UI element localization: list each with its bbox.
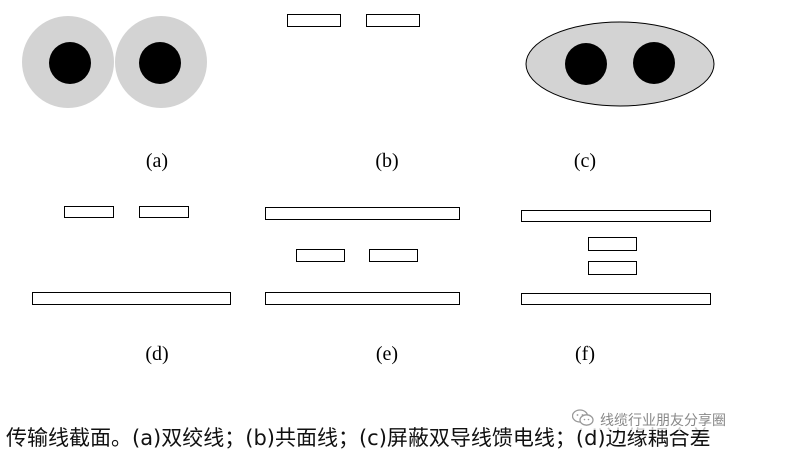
conductor-right (139, 42, 181, 84)
conductor-right (633, 42, 675, 84)
strip-left (296, 249, 345, 262)
strip-right (369, 249, 418, 262)
strip-right (139, 206, 189, 218)
ground-plane-bottom (521, 293, 711, 305)
panel-f-broadside-coupled-stripline (521, 210, 711, 305)
conductor-left (565, 43, 607, 85)
panel-d-edge-coupled-microstrip (32, 206, 231, 305)
ground-plane-top (521, 210, 711, 222)
ground-plane-top (265, 207, 460, 220)
figure-caption: 传输线截面。(a)双绞线；(b)共面线；(c)屏蔽双导线馈电线；(d)边缘耦合差 (6, 426, 711, 450)
shield-ellipse (525, 21, 715, 107)
strip-right (366, 14, 420, 27)
panel-a-twisted-pair (22, 16, 207, 108)
strip-left (64, 206, 114, 218)
wechat-icon (571, 409, 594, 431)
panel-label-f: (f) (575, 343, 595, 365)
ground-plane-bottom (265, 292, 460, 305)
ground-plane (32, 292, 231, 305)
watermark-text: 线缆行业朋友分享圈 (600, 413, 726, 429)
watermark: 线缆行业朋友分享圈 (568, 409, 730, 431)
panel-label-a: (a) (146, 150, 168, 172)
panel-e-edge-coupled-stripline (265, 207, 460, 305)
panel-label-b: (b) (375, 150, 398, 172)
panel-label-d: (d) (145, 343, 168, 365)
conductor-left (49, 42, 91, 84)
strip-upper (588, 237, 637, 251)
strip-left (287, 14, 341, 27)
strip-lower (588, 261, 637, 275)
panel-label-e: (e) (376, 343, 398, 365)
panel-c-shielded-twin-lead (525, 21, 715, 107)
panel-b-coplanar-strips (287, 14, 420, 27)
panel-label-c: (c) (574, 150, 596, 172)
